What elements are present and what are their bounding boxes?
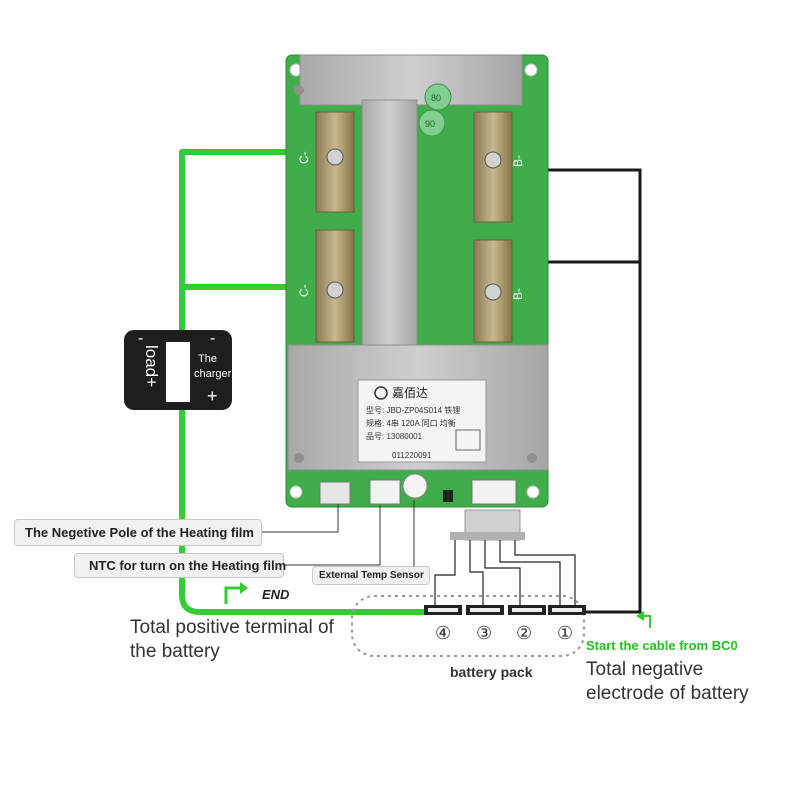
label-spec: 规格: 4串 120A 同口 均衡 — [366, 418, 456, 428]
mount-hole — [289, 485, 303, 499]
cell-number: ① — [557, 623, 573, 643]
balance-lead-3 — [469, 540, 484, 605]
minus-right: - — [210, 330, 215, 347]
cell-number: ② — [516, 623, 532, 643]
cell-3 — [466, 605, 504, 615]
port-label-c1: C- — [297, 151, 311, 164]
left-heatsink — [361, 99, 418, 351]
minus-left: - — [138, 330, 143, 347]
charger-plus: + — [207, 386, 218, 406]
negative-wire — [540, 168, 642, 614]
callout-ntc: NTC for turn on the Heating film — [74, 553, 286, 578]
port-label-b1: B- — [511, 155, 525, 167]
battery-pack-outline — [351, 595, 585, 657]
balance-lead-4 — [434, 540, 456, 605]
load-label: load+ — [142, 345, 161, 387]
cell-4 — [424, 605, 462, 615]
balance-connector — [471, 479, 517, 505]
cell-2 — [508, 605, 546, 615]
charger-word: charger — [194, 368, 232, 380]
port-label-c2: C- — [297, 284, 311, 297]
qc-sticker — [418, 109, 446, 137]
battery-pack-label: battery pack — [450, 664, 533, 680]
mount-hole — [524, 63, 538, 77]
label-model: 型号: JBD-ZP04S014 铁锂 — [366, 405, 460, 415]
balance-lead-1 — [499, 540, 561, 605]
end-arrow-icon — [224, 586, 242, 604]
bus-bar-c1 — [315, 111, 355, 213]
label-brand: 嘉佰达 — [392, 386, 428, 400]
sticker-text: 90 — [425, 119, 435, 129]
callout-ext-sensor: External Temp Sensor — [312, 566, 430, 585]
total-positive-label: Total positive terminal of the battery — [130, 617, 334, 662]
mount-hole — [526, 485, 540, 499]
end-label: END — [262, 587, 290, 602]
label-part: 品号: 13080001 — [366, 432, 423, 441]
ext-temp-sensor — [402, 473, 428, 499]
label-serial: 011220091 — [392, 451, 432, 460]
cell-number: ④ — [435, 623, 451, 643]
top-heatsink — [299, 54, 523, 106]
switch-white-slot — [166, 342, 190, 402]
total-negative-label: Total negative electrode of battery — [586, 659, 749, 704]
callout-heating-film: The Negetive Pole of the Heating film — [14, 519, 262, 546]
ntc-connector — [369, 479, 401, 505]
sticker-text: 80 — [431, 93, 441, 103]
cell-1 — [548, 605, 586, 615]
balance-lead-2 — [484, 540, 521, 605]
qc-sticker — [424, 83, 452, 111]
positive-wire — [179, 149, 430, 615]
heating-film-terminal — [319, 481, 351, 505]
port-label-b2: B- — [511, 288, 525, 300]
charger-the: The — [198, 353, 217, 365]
start-cable-note: Start the cable from BC0 — [586, 638, 738, 653]
cell-number: ③ — [476, 623, 492, 643]
product-label — [357, 379, 487, 463]
